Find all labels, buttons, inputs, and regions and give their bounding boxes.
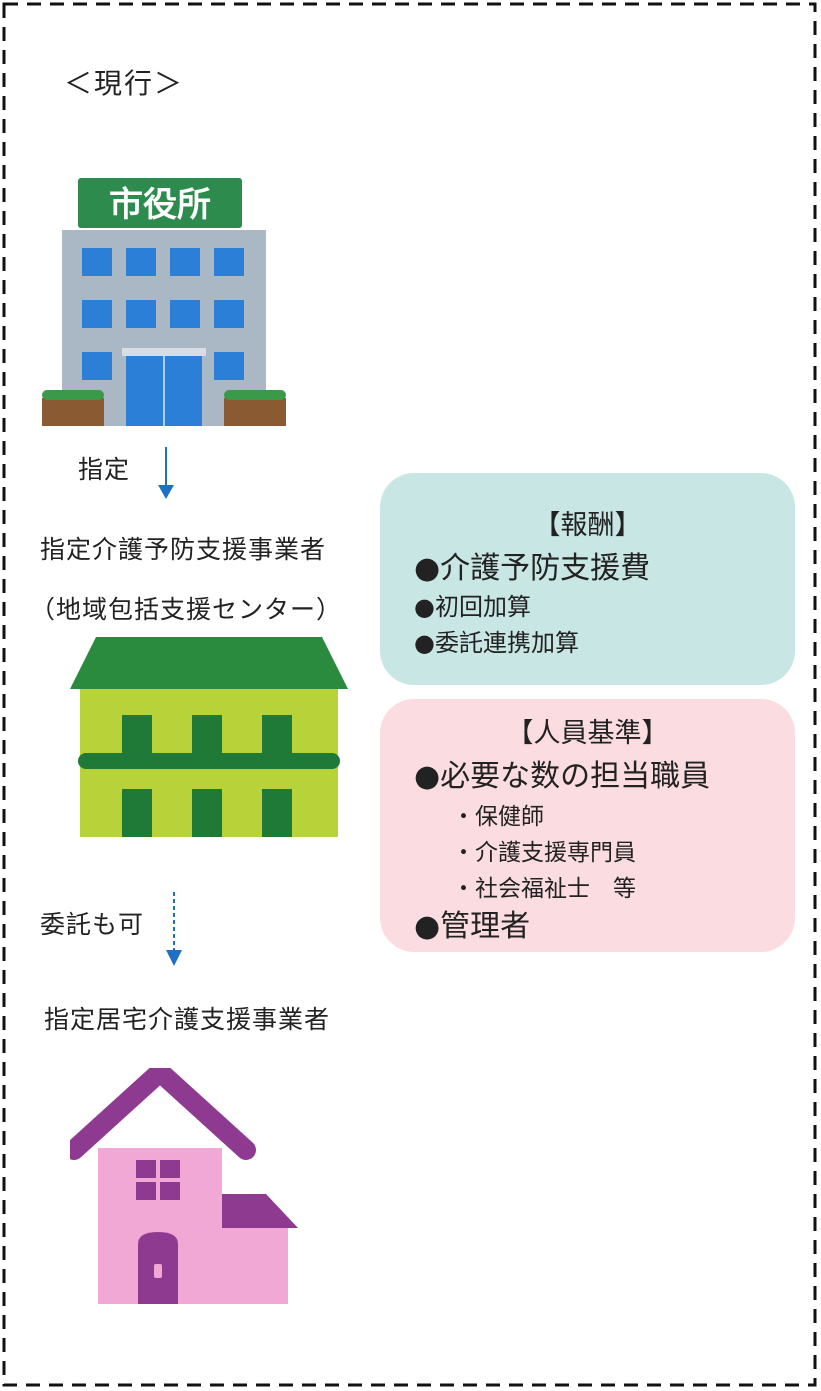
- staffing-sub-item: ・保健師: [452, 804, 544, 830]
- staffing-item: ●必要な数の担当職員: [414, 759, 711, 794]
- city-hall-sign: 市役所: [109, 185, 211, 225]
- page-heading: ＜現行＞: [64, 67, 185, 100]
- remuneration-item: ●委託連携加算: [414, 629, 579, 657]
- entrustment-label: 委託も可: [40, 910, 145, 939]
- home-care-office-illustration: [70, 1068, 298, 1304]
- staffing-sub-item: ・社会福祉士 等: [452, 876, 636, 902]
- provider1-subname: （地域包括支援センター）: [30, 595, 343, 624]
- remuneration-item: ●介護予防支援費: [414, 551, 651, 586]
- provider2-name: 指定居宅介護支援事業者: [44, 1005, 331, 1034]
- city-hall-illustration: 市役所: [42, 178, 286, 426]
- provider1-name: 指定介護予防支援事業者: [40, 535, 327, 564]
- staffing-title: 【人員基準】: [506, 718, 669, 749]
- entrustment-arrow: [166, 892, 182, 966]
- designation-label: 指定: [78, 455, 131, 484]
- staffing-sub-item: ・介護支援専門員: [452, 840, 636, 866]
- staffing-item: ●管理者: [414, 909, 531, 944]
- support-center-illustration: [70, 637, 348, 837]
- designation-arrow: [158, 447, 174, 499]
- remuneration-item: ●初回加算: [414, 593, 531, 621]
- staffing-box: 【人員基準】 ●必要な数の担当職員 ・保健師 ・介護支援専門員 ・社会福祉士 等…: [380, 699, 795, 952]
- remuneration-title: 【報酬】: [533, 510, 642, 541]
- remuneration-box: 【報酬】 ●介護予防支援費 ●初回加算 ●委託連携加算: [380, 473, 795, 685]
